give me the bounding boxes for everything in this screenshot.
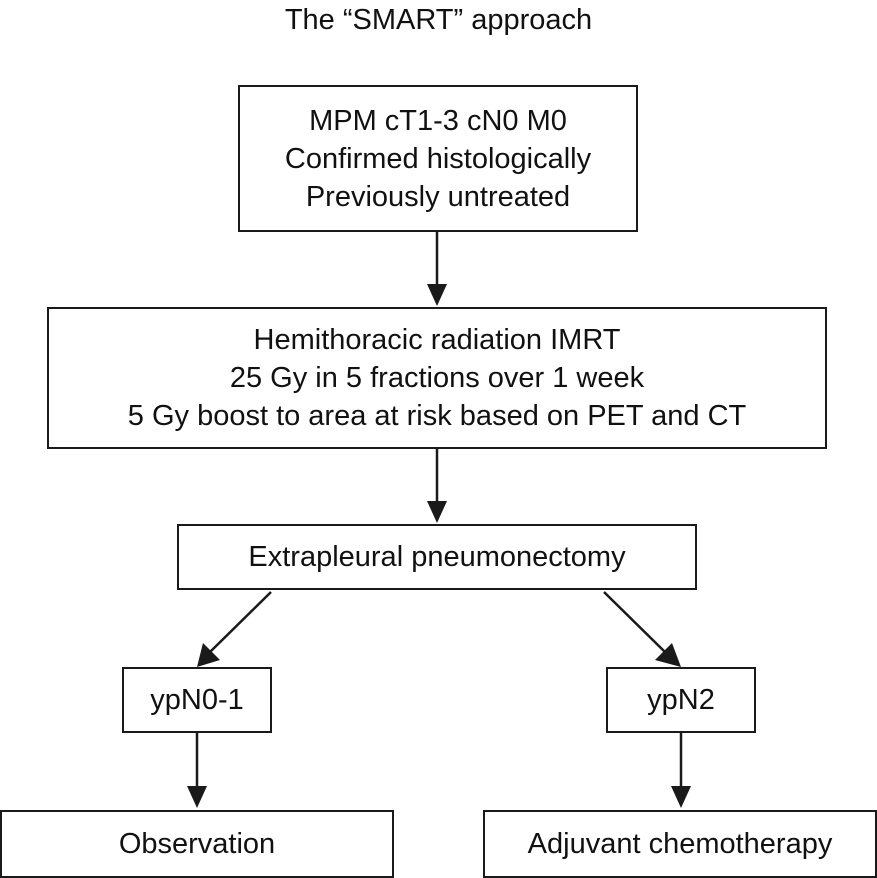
ypn01-label: ypN0-1: [150, 684, 244, 716]
chemotherapy-label: Adjuvant chemotherapy: [527, 828, 833, 860]
ypn2-box: ypN2: [606, 667, 756, 733]
radiation-line-technique: Hemithoracic radiation IMRT: [253, 324, 621, 356]
arrow-criteria-to-radiation: [427, 232, 447, 306]
surgery-box: Extrapleural pneumonectomy: [177, 524, 697, 590]
diagram-title: The “SMART” approach: [284, 4, 593, 36]
radiation-line-dose: 25 Gy in 5 fractions over 1 week: [229, 362, 645, 394]
criteria-line-untreated: Previously untreated: [305, 180, 571, 213]
observation-box: Observation: [0, 810, 394, 878]
radiation-line-boost: 5 Gy boost to area at risk based on PET …: [127, 400, 747, 432]
ypn2-label: ypN2: [647, 684, 715, 716]
arrow-ypn01-to-observation: [187, 733, 207, 808]
arrow-radiation-to-surgery: [427, 449, 447, 523]
ypn01-box: ypN0-1: [122, 667, 272, 733]
arrow-ypn2-to-chemo: [671, 733, 691, 808]
chemotherapy-box: Adjuvant chemotherapy: [483, 810, 877, 878]
radiation-box: Hemithoracic radiation IMRT 25 Gy in 5 f…: [47, 307, 827, 449]
observation-label: Observation: [118, 828, 276, 860]
surgery-label: Extrapleural pneumonectomy: [248, 541, 626, 573]
criteria-line-histology: Confirmed histologically: [284, 142, 592, 175]
arrow-surgery-to-ypn01: [197, 591, 272, 667]
eligibility-criteria-box: MPM cT1-3 cN0 M0 Confirmed histologicall…: [238, 85, 638, 232]
arrow-surgery-to-ypn2: [603, 591, 681, 667]
criteria-line-staging: MPM cT1-3 cN0 M0: [309, 104, 567, 137]
